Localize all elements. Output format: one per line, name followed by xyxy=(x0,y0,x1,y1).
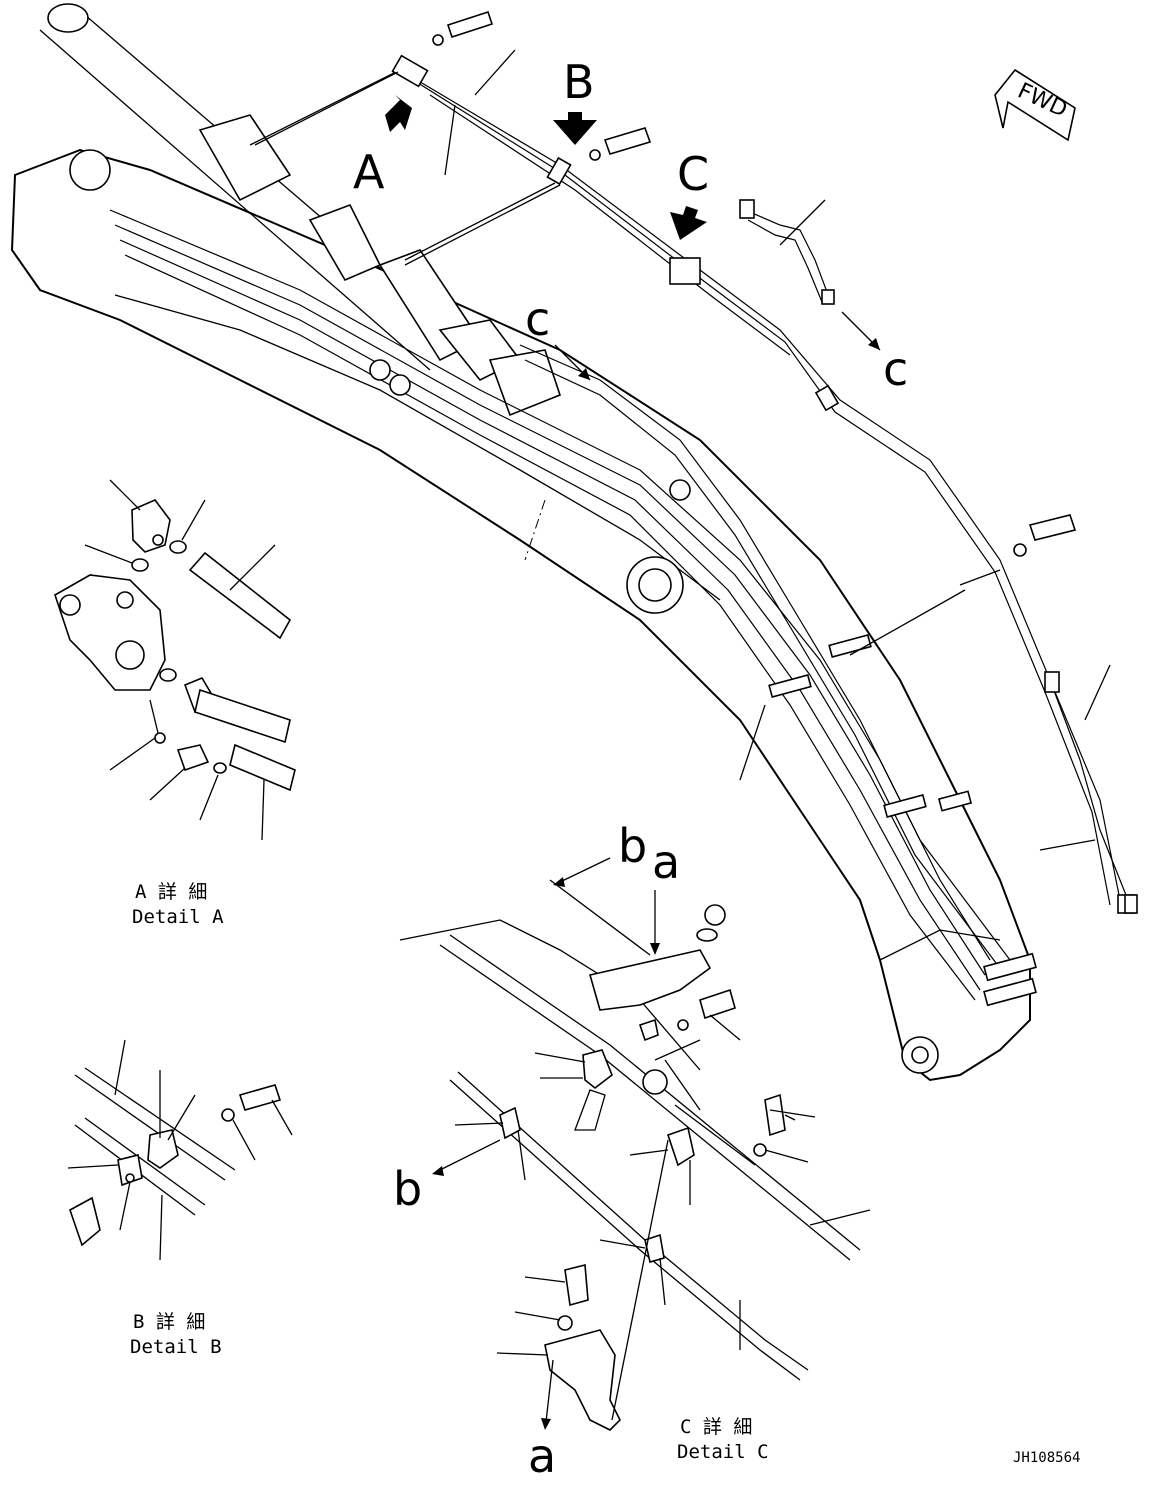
detail-b-caption: Detail B xyxy=(130,1336,222,1358)
upper-hose-line xyxy=(254,10,1138,914)
view-label-c: C xyxy=(677,147,709,201)
connector-label-b-lower: b xyxy=(393,1162,422,1216)
detail-c: b a b a C 詳 細 Detail C xyxy=(393,819,871,1483)
connector-label-c-lower: c xyxy=(883,342,908,396)
boom-hoses xyxy=(109,209,1037,1007)
view-arrow-c xyxy=(670,206,707,240)
detail-c-jp-caption: C 詳 細 xyxy=(680,1416,752,1438)
boom-assembly xyxy=(10,148,1031,1082)
view-arrows xyxy=(385,95,707,240)
view-label-b: B xyxy=(563,55,595,109)
detail-a: A 詳 細 Detail A xyxy=(54,479,296,928)
fwd-arrow-icon: FWD xyxy=(994,68,1076,142)
drawing-number: JH108564 xyxy=(1013,1450,1080,1466)
connector-label-b-upper: b xyxy=(618,819,647,873)
detail-c-caption: Detail C xyxy=(677,1441,769,1463)
connector-label-a-upper: a xyxy=(652,835,680,889)
detail-b: B 詳 細 Detail B xyxy=(67,1039,293,1358)
detail-b-jp-caption: B 詳 細 xyxy=(133,1311,205,1333)
view-arrow-a xyxy=(385,95,412,132)
detail-a-jp-caption: A 詳 細 xyxy=(135,881,207,903)
view-label-a: A xyxy=(353,145,385,199)
connector-label-a-lower: a xyxy=(528,1429,556,1483)
detail-a-caption: Detail A xyxy=(132,906,224,928)
arm-cylinder xyxy=(39,3,561,417)
view-arrow-b xyxy=(553,112,597,145)
connector-label-c-upper: c xyxy=(525,292,550,346)
